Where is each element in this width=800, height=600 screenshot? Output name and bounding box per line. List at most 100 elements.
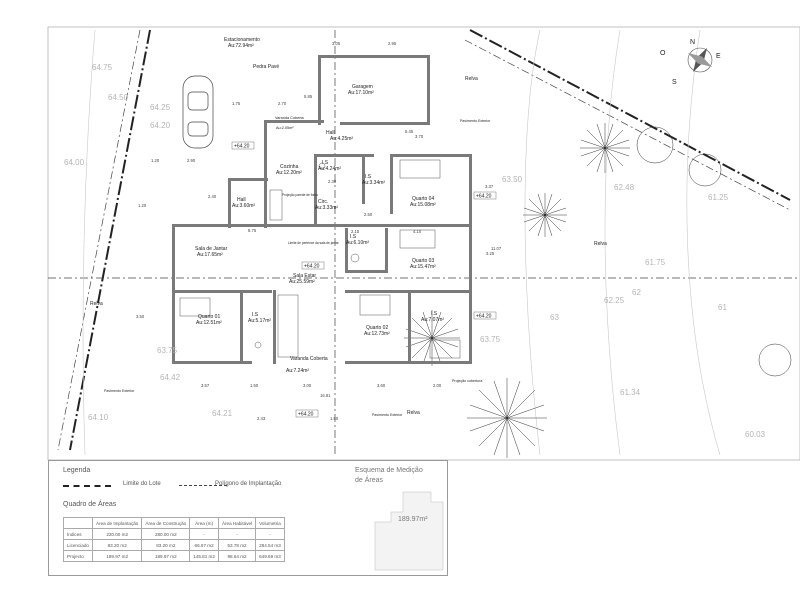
level-mark: +64.20 [476,194,492,200]
area-scheme-box: Esquema de Medição de Áreas 189.97m² [335,458,450,578]
dimension: 2.00 [433,383,442,388]
table-row: Projecto 189.97 m2 189.97 m2 145.81 m2 9… [63,550,285,562]
room-name: Quarto 02 [366,325,388,331]
areas-table: Área de Implantação Área de Construção Á… [63,517,285,562]
table-row: Índices 220.00 m2 280.00 m2 - - - [63,528,285,540]
table-row: Licenciado 83.20 m2 83.20 m2 66.67 m2 53… [63,539,285,551]
room-name: I.S [252,312,259,318]
relva-label: Relva [465,76,478,82]
dimension: 2.43 [257,416,266,421]
pavimento-label: Pavimento Exterior [372,413,403,417]
level-mark: +64.20 [304,264,320,270]
dimension: 1.20 [151,158,160,163]
table-header: Área de Construção [141,517,191,529]
projection-label: Projeção cobertura [452,379,482,383]
table-cell: - [189,528,219,540]
contour-value: 63.75 [480,335,501,344]
contour-value: 64.21 [212,409,233,418]
legend-item-polygon: Polígono de Implantação [215,481,282,487]
table-cell: 284.54 m3 [255,539,285,551]
room-name: Hall [237,197,246,203]
dimension: 2.40 [208,194,217,199]
dimension: 4.10 [413,229,422,234]
dimension: 3.70 [415,134,424,139]
contour-value: 64.75 [92,63,113,72]
table-cell: 98.64 m2 [217,550,257,562]
legend-box: Legenda Limite do Lote Polígono de Impla… [48,460,448,576]
room-name: I.S [365,174,372,180]
room-area: Au:3.33m² [315,205,338,211]
level-mark: +64.20 [476,314,492,320]
room-area: Au:12.73m² [364,331,390,337]
contour-value: 61 [718,303,727,312]
room-area: Au:3.34m² [362,180,385,186]
dimension: 11.07 [491,246,502,251]
table-cell: - [255,528,285,540]
dimension: 5.85 [304,94,313,99]
table-cell: 280.00 m2 [141,528,191,540]
table-cell: 83.20 m2 [141,539,191,551]
compass-rose: N E O S [660,39,721,86]
tree-symbols [404,123,792,458]
room-name: Varanda Coberta [275,116,305,120]
room-name: Estacionamento [224,37,260,43]
table-header: Área de Implantação [91,517,143,529]
terrain-contours [82,29,721,456]
contour-value: 64.25 [150,103,171,112]
room-area: Au:7.24m² [286,368,309,374]
level-marks: +64.20 +64.20 +64.20 +64.20 +64.20 [231,141,497,418]
contour-value: 64.50 [108,93,129,102]
room-area: Au:7.07m² [421,317,444,323]
room-name: Sala Estar [293,273,316,279]
car-outline [182,75,214,149]
room-area: Au:72.94m² [228,43,254,49]
dimension: 1.50 [330,416,339,421]
dimension: 1.50 [250,383,259,388]
contour-value: 63.75 [157,346,178,355]
dimension-labels: 3.05 2.95 1.75 2.70 5.85 3.70 5.45 2.90 … [136,41,502,421]
room-name: Varanda Coberta [290,356,328,362]
compass-n: N [690,39,695,46]
contour-value: 64.42 [160,373,181,382]
table-header [63,517,93,529]
table-cell: 53.78 m2 [217,539,257,551]
room-area: Au:15.47m² [410,264,436,270]
room-area: Au:17.65m² [197,252,223,258]
compass-o: O [660,50,666,57]
scheme-title: Esquema de Medição de Áreas [355,466,423,486]
contour-value: 64.20 [150,121,171,130]
contour-value: 62.48 [614,183,635,192]
room-area: Au:4.24m² [318,166,341,172]
room-name: Quarto 04 [412,196,434,202]
scheme-shape [374,491,444,571]
dimension: 3.05 [332,41,341,46]
level-mark: +64.20 [234,144,250,150]
room-area: Au:12.51m² [196,320,222,326]
contour-value: 61.25 [708,193,729,202]
room-labels: Estacionamento Au:72.94m² Pedra Pavé Gar… [195,37,444,374]
areas-table-title: Quadro de Áreas [63,501,117,508]
fixtures [179,159,461,359]
house-walls [172,55,472,364]
room-name: Quarto 01 [198,314,220,320]
dimension: 2.95 [388,41,397,46]
room-area: Au:3.60m² [232,203,255,209]
contour-value: 64.10 [88,413,109,422]
site-labels: Relva Relva Relva Relva Pavimento Exteri… [90,76,607,417]
dimension: 8.75 [248,228,257,233]
contour-value: 60.03 [745,430,766,439]
table-header: Volumetria [255,517,285,529]
dimension: 2.50 [364,212,373,217]
dimension: 3.50 [136,314,145,319]
dimension: 3.25 [486,251,495,256]
table-cell: 83.20 m2 [91,539,143,551]
contour-values: 64.75 64.50 64.25 64.00 63.75 64.20 63.5… [64,63,766,439]
dimension: 3.37 [485,184,494,189]
table-cell: 145.81 m2 [189,550,219,562]
pavimento-label: Pavimento Exterior [104,389,135,393]
table-cell: 649.69 m3 [255,550,285,562]
contour-value: 61.75 [645,258,666,267]
room-area: Au:2.05m² [276,126,294,130]
dimension: 2.30 [328,179,337,184]
